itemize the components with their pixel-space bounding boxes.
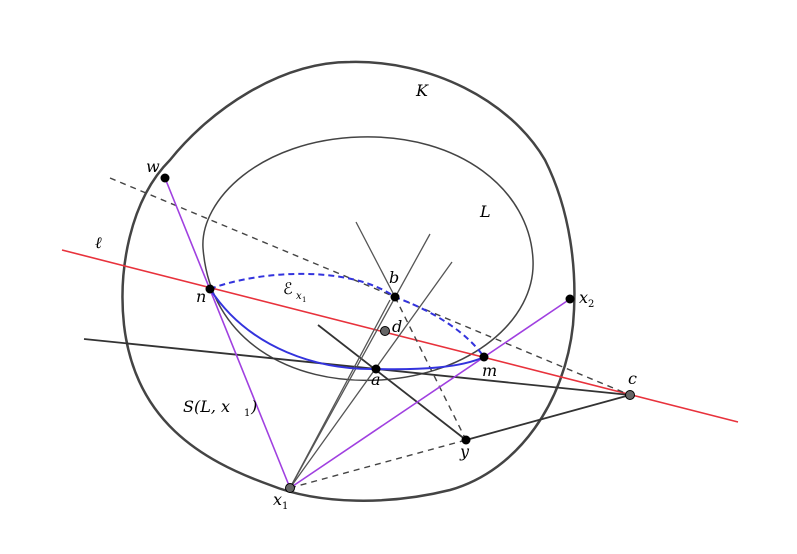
line-through-b bbox=[355, 221, 396, 298]
inner-curve-L bbox=[202, 136, 534, 382]
blue-solid-arc bbox=[209, 288, 485, 371]
label-E: ℰ bbox=[283, 279, 293, 298]
label-ell: ℓ bbox=[95, 233, 102, 252]
point-m bbox=[479, 352, 489, 362]
label-b: b bbox=[389, 268, 399, 287]
line-ell bbox=[61, 249, 739, 423]
label-m: m bbox=[482, 361, 497, 380]
point-n bbox=[205, 284, 215, 294]
label-x1: x bbox=[273, 490, 282, 509]
outer-curve-K bbox=[121, 60, 576, 502]
label-L: L bbox=[479, 202, 491, 221]
ray-x1-2 bbox=[289, 261, 453, 489]
purple-line-w-x1 bbox=[164, 177, 291, 489]
dashed-line-wc bbox=[109, 177, 631, 396]
point-a bbox=[371, 364, 381, 374]
label-E-sub-x: x bbox=[296, 291, 302, 302]
segment-through-a bbox=[317, 324, 467, 441]
label-a: a bbox=[371, 370, 381, 389]
label-E-sub-n: 1 bbox=[302, 296, 306, 304]
label-S-close: ) bbox=[250, 397, 257, 416]
point-w bbox=[160, 173, 170, 183]
label-y: y bbox=[459, 442, 470, 461]
point-x2 bbox=[565, 294, 575, 304]
label-S-text: S(L, x bbox=[183, 397, 230, 416]
label-K: K bbox=[415, 81, 429, 100]
label-n: n bbox=[196, 287, 206, 306]
label-x2: x bbox=[579, 288, 588, 307]
label-x1-sub: 1 bbox=[282, 501, 288, 512]
point-x1 bbox=[285, 483, 295, 493]
ray-x1-1 bbox=[289, 233, 431, 489]
label-x2-sub: 2 bbox=[588, 299, 594, 310]
point-b bbox=[390, 292, 400, 302]
point-c bbox=[625, 390, 635, 400]
ray-x1-3 bbox=[289, 299, 391, 489]
line-c-y bbox=[465, 394, 631, 441]
dashed-line-x1-y bbox=[289, 439, 467, 489]
point-y bbox=[461, 435, 471, 445]
purple-line-x1-x2 bbox=[289, 298, 571, 489]
point-d bbox=[380, 326, 390, 336]
label-w: w bbox=[146, 157, 160, 176]
label-S-sub: 1 bbox=[244, 408, 250, 419]
label-d: d bbox=[392, 317, 402, 336]
label-c: c bbox=[628, 369, 637, 388]
blue-dashed-arc bbox=[209, 272, 485, 358]
